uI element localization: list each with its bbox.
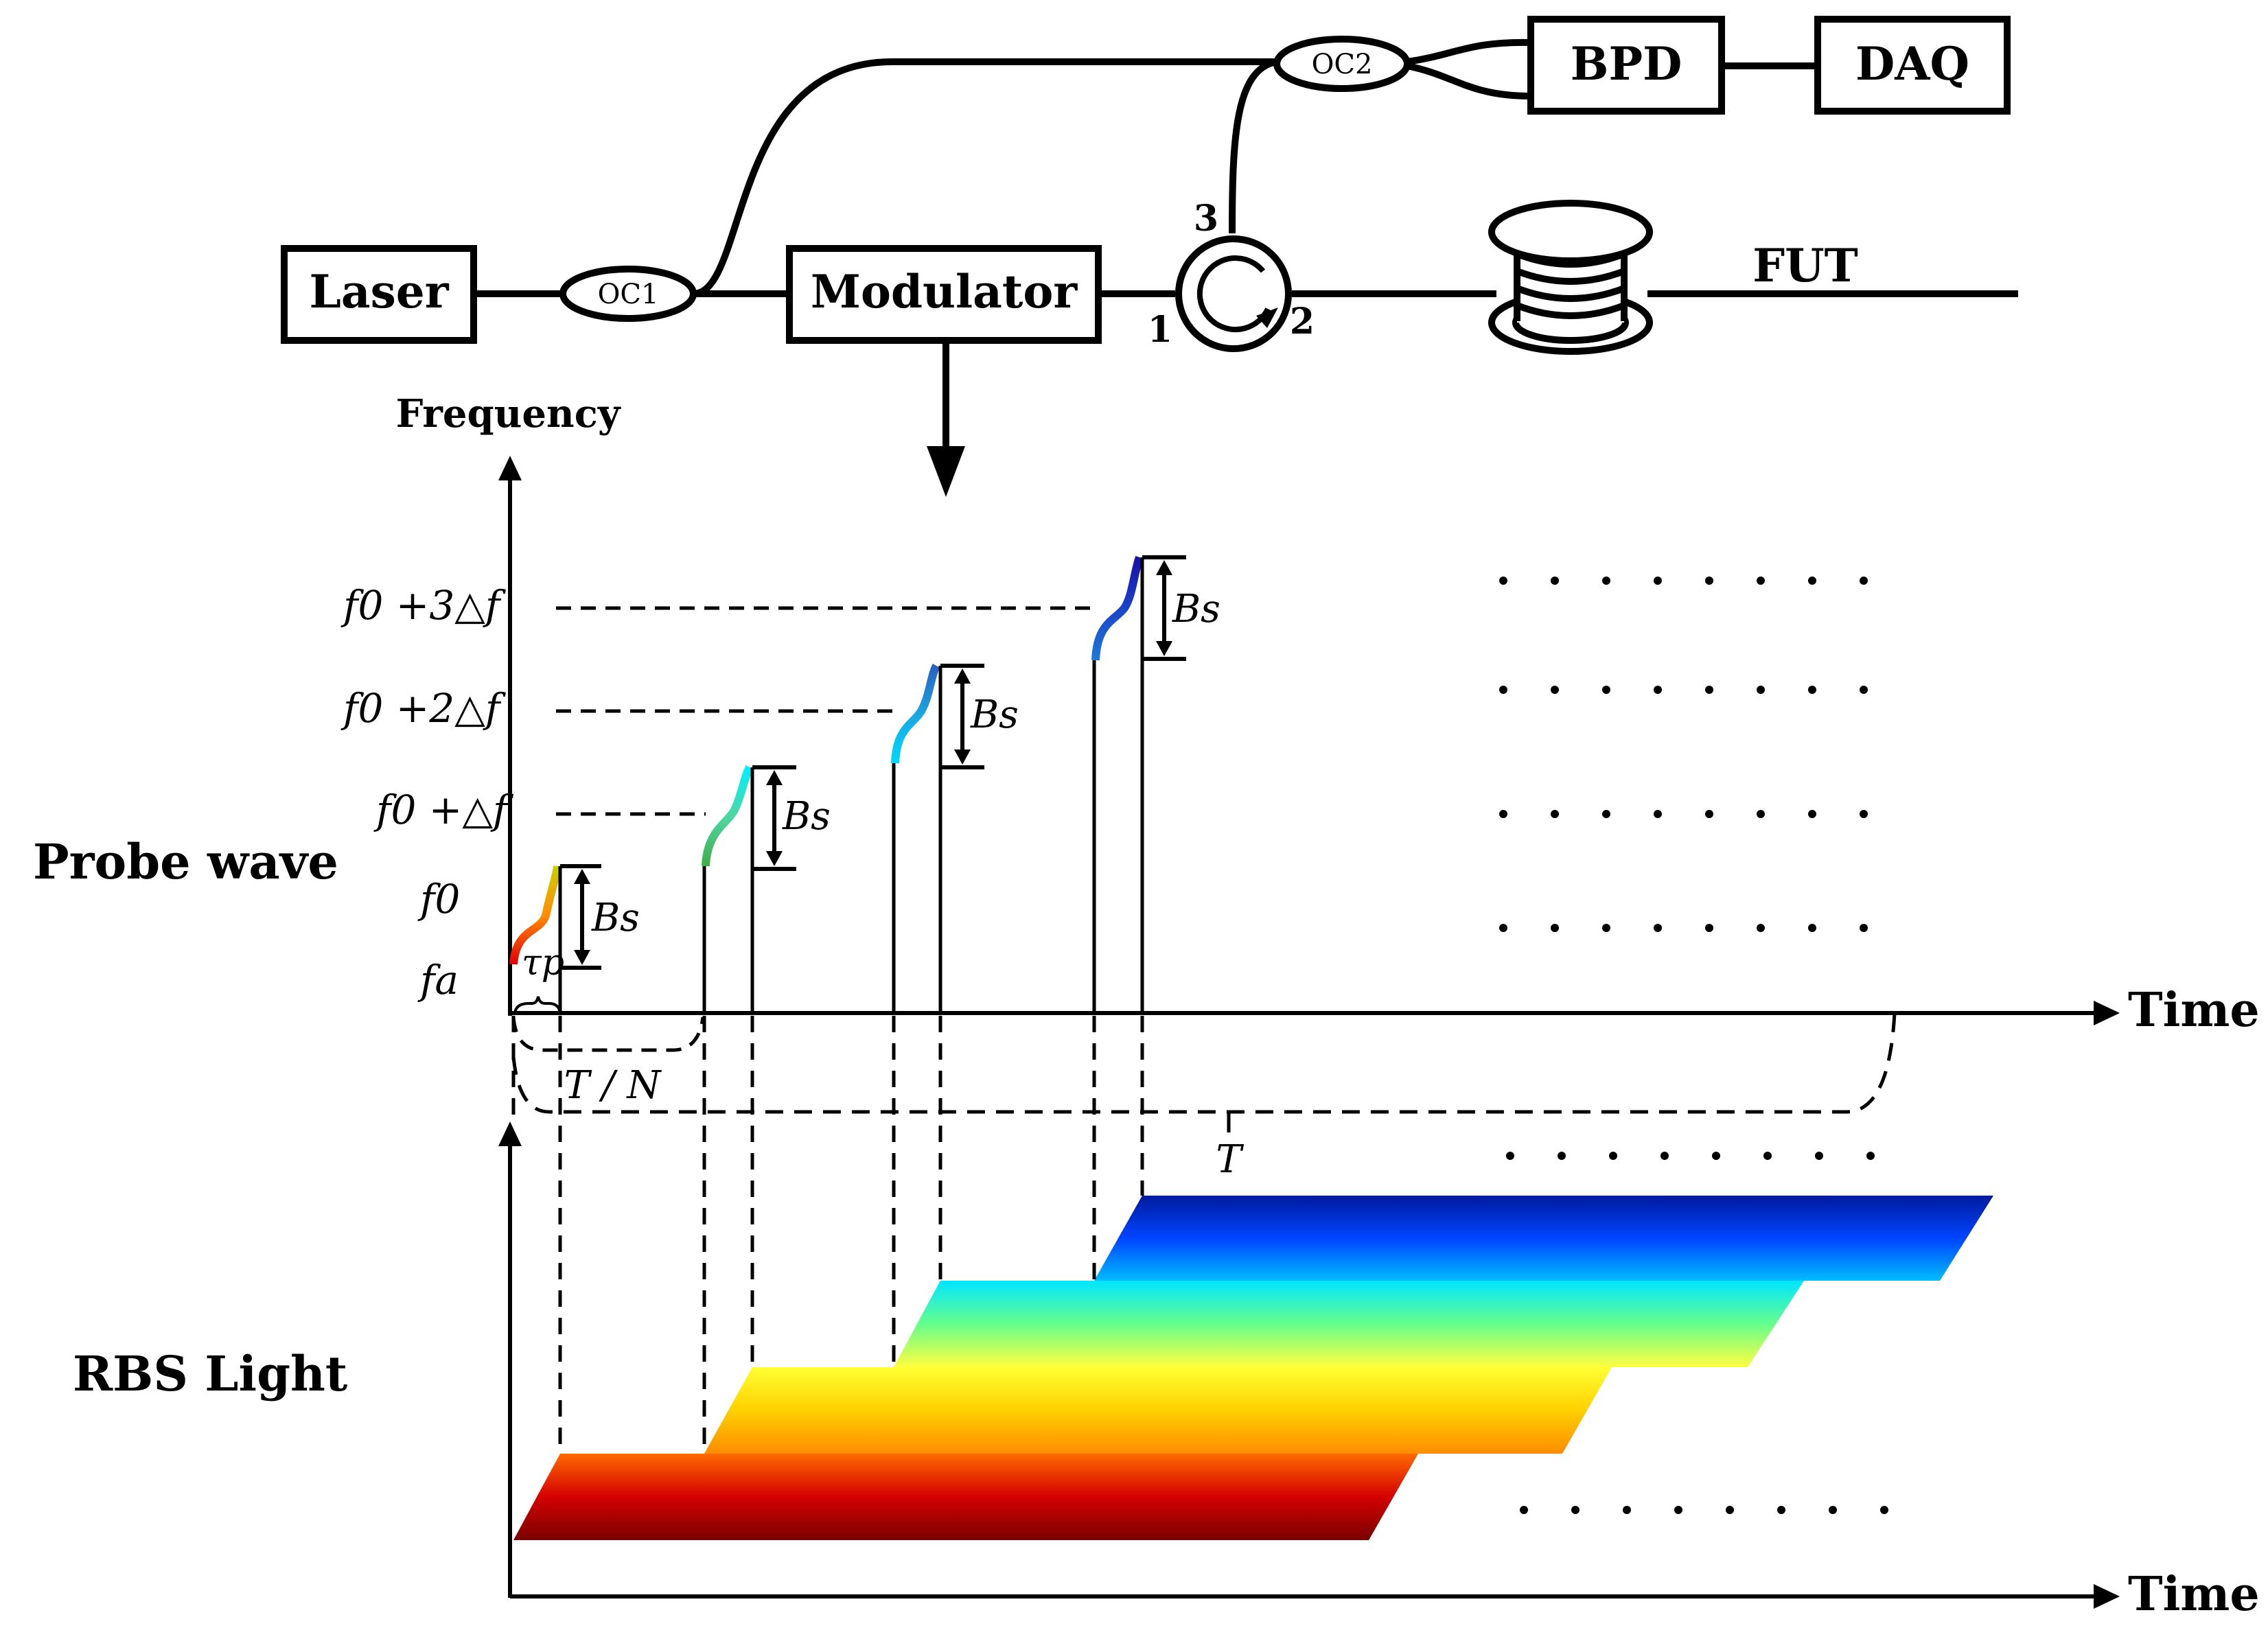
probe-wave-label: Probe wave — [33, 833, 338, 890]
probe-pulse-3 — [1091, 555, 1144, 1013]
modulator-label: Modulator — [811, 265, 1078, 318]
rbs-band-1 — [513, 1454, 1418, 1540]
sub-period-brace — [511, 1016, 705, 1052]
bs-label-2: Bs — [970, 693, 1019, 737]
freq-label-f0-2df: f0 +2△f — [340, 685, 507, 732]
daq-label: DAQ — [1855, 37, 1969, 91]
tau-p-brace — [513, 996, 562, 1014]
probe-ellipsis-dots — [1499, 577, 1868, 932]
rbs-band-2 — [704, 1367, 1612, 1454]
period-label: T — [1216, 1137, 1244, 1182]
laser-label: Laser — [309, 265, 449, 318]
oc2-coupler — [1273, 36, 1411, 92]
port-1-label: 1 — [1148, 309, 1172, 351]
optical-setup — [474, 38, 2018, 297]
probe-pulse-2 — [891, 664, 942, 1013]
port-2-label: 2 — [1290, 301, 1315, 342]
freq-label-fa: fa — [417, 957, 459, 1003]
bpd-box — [1527, 16, 1725, 115]
circulator-arrow-icon — [1196, 255, 1271, 333]
oc2-label: OC2 — [1312, 49, 1373, 80]
bpd-label: BPD — [1571, 37, 1682, 91]
laser-box — [281, 245, 477, 344]
rbs-time-label: Time — [2128, 1567, 2260, 1622]
oc1-coupler — [559, 266, 697, 322]
tau-p-label: τp — [522, 942, 564, 984]
bs-label-3: Bs — [1172, 587, 1220, 631]
circulator — [1175, 235, 1292, 352]
oc1-label: OC1 — [598, 279, 659, 310]
fut-spool-icon — [1488, 200, 1653, 355]
modulator-arrow — [927, 446, 965, 497]
bs-brackets — [560, 555, 1186, 970]
port-3-label: 3 — [1194, 198, 1218, 240]
projection-lines — [511, 1016, 1144, 1454]
period-brace — [511, 1012, 1897, 1114]
bs-label-0: Bs — [591, 896, 640, 940]
rbs-band-3b — [894, 1281, 1804, 1367]
daq-box — [1814, 16, 2011, 115]
freq-label-f0: f0 — [417, 876, 460, 922]
sub-period-label: T / N — [564, 1063, 662, 1108]
probe-pulse-1 — [702, 765, 754, 1013]
fut-label: FUT — [1752, 239, 1858, 292]
probe-time-label: Time — [2128, 983, 2260, 1038]
bs-label-1: Bs — [782, 794, 831, 839]
frequency-axis-label: Frequency — [396, 391, 621, 437]
rbs-light-label: RBS Light — [73, 1345, 347, 1402]
rbs-band-4 — [1094, 1196, 1993, 1281]
freq-label-f0-df: f0 +△f — [373, 787, 514, 833]
rbs-ellipsis-dots — [1506, 1152, 1888, 1514]
freq-label-f0-3df: f0 +3△f — [340, 582, 507, 629]
probe-pulse-0 — [509, 865, 562, 1013]
